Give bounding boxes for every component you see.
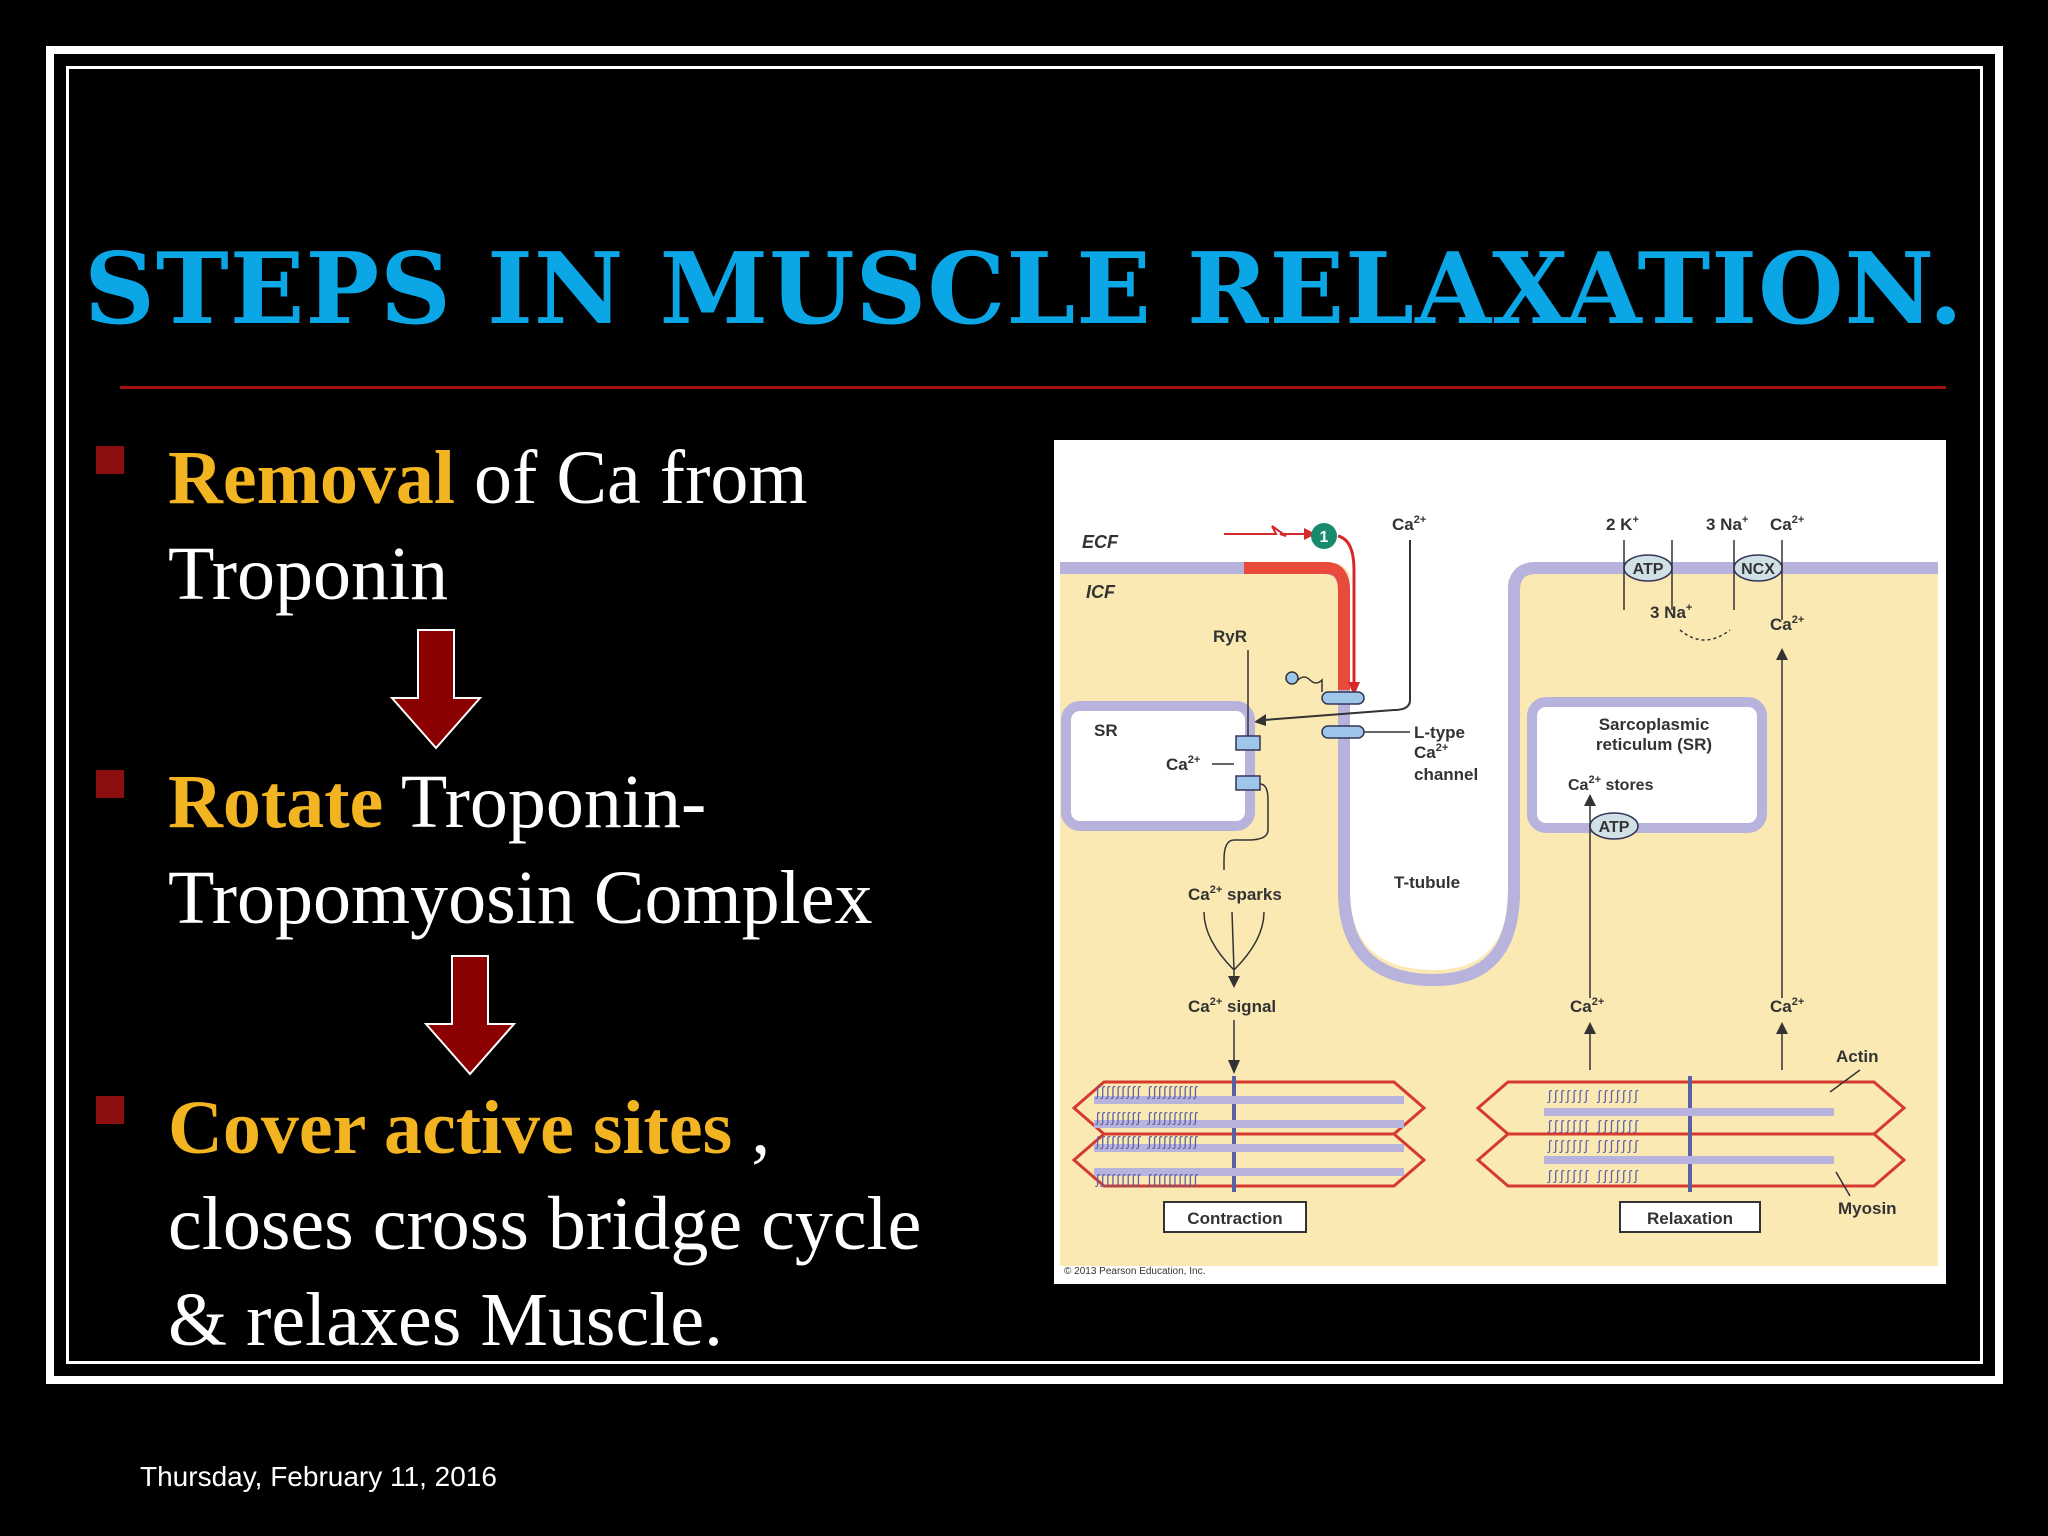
sr-label: SR	[1094, 721, 1118, 740]
square-bullet-icon	[96, 770, 124, 798]
svg-text:Ca2+: Ca2+	[1414, 742, 1448, 762]
ca-top-label: Ca2+	[1392, 514, 1426, 534]
svg-text:reticulum (SR): reticulum (SR)	[1596, 735, 1712, 754]
contraction-label: Contraction	[1187, 1209, 1282, 1228]
relaxation-label: Relaxation	[1647, 1209, 1733, 1228]
ryr-label: RyR	[1213, 627, 1247, 646]
bullet-line2: Troponin	[168, 532, 449, 616]
na-inner-label: 3 Na+	[1650, 602, 1692, 622]
ecf-label: ECF	[1082, 532, 1119, 552]
ryr-channel	[1235, 735, 1261, 751]
actin-label: Actin	[1836, 1047, 1879, 1066]
svg-text:ʃʃʃʃʃʃʃ ʃʃʃʃʃʃ: ʃʃʃʃʃʃʃ ʃʃʃʃʃʃʃ	[1547, 1167, 1640, 1183]
bullet-line2: Tropomyosin Complex	[168, 856, 873, 940]
bullet-text: Cover active sites , closes cross bridge…	[168, 1080, 1068, 1368]
sarcomere-contraction: ʃʃʃʃʃʃʃʃʃ ʃʃʃʃʃʃʃʃʃʃ ʃʃʃʃʃʃʃʃʃ ʃʃʃʃʃʃʃʃʃ…	[1071, 1076, 1427, 1192]
svg-text:ʃʃʃʃʃʃʃʃʃ ʃʃʃʃʃʃʃʃʃʃ: ʃʃʃʃʃʃʃʃʃ ʃʃʃʃʃʃʃʃʃʃ	[1095, 1109, 1199, 1125]
svg-text:ʃʃʃʃʃʃʃ ʃʃʃʃʃʃ: ʃʃʃʃʃʃʃ ʃʃʃʃʃʃʃ	[1547, 1137, 1640, 1153]
ca-signal-label: Ca2+ signal	[1188, 996, 1276, 1016]
svg-text:channel: channel	[1414, 765, 1478, 784]
k-label: 2 K+	[1606, 514, 1639, 534]
square-bullet-icon	[96, 1096, 124, 1124]
depolarization-segment	[1244, 562, 1350, 690]
bullet-highlight: Removal	[168, 436, 456, 520]
relaxation-box	[1619, 1201, 1761, 1233]
svg-text:ʃʃʃʃʃʃʃʃʃ ʃʃʃʃʃʃʃʃʃʃ: ʃʃʃʃʃʃʃʃʃ ʃʃʃʃʃʃʃʃʃʃ	[1095, 1083, 1199, 1099]
svg-text:ʃʃʃʃʃʃʃ ʃʃʃʃʃʃ: ʃʃʃʃʃʃʃ ʃʃʃʃʃʃʃ	[1547, 1117, 1640, 1133]
svg-text:ATP: ATP	[1633, 561, 1664, 578]
sr-title: Sarcoplasmic	[1599, 715, 1710, 734]
slide-frame-inner	[66, 66, 1983, 1364]
na-label: 3 Na+	[1706, 514, 1748, 534]
bullet-line3: & relaxes Muscle.	[168, 1278, 724, 1362]
slide-frame-outer	[46, 46, 2003, 1384]
bullet-text: Removal of Ca from Troponin	[168, 430, 1068, 622]
svg-text:ʃʃʃʃʃʃʃʃʃ ʃʃʃʃʃʃʃʃʃʃ: ʃʃʃʃʃʃʃʃʃ ʃʃʃʃʃʃʃʃʃʃ	[1095, 1171, 1199, 1187]
svg-text:ʃʃʃʃʃʃʃ ʃʃʃʃʃʃ: ʃʃʃʃʃʃʃ ʃʃʃʃʃʃʃ	[1547, 1087, 1640, 1103]
step-1-badge	[1311, 523, 1337, 549]
myosin-label: Myosin	[1838, 1199, 1897, 1218]
bullet-line2: closes cross bridge cycle	[168, 1182, 922, 1266]
ca-sparks-label: Ca2+ sparks	[1188, 884, 1282, 904]
bullet-line1: of Ca from	[455, 436, 808, 520]
copyright: © 2013 Pearson Education, Inc.	[1064, 1266, 1205, 1277]
bullet-text: Rotate Troponin- Tropomyosin Complex	[168, 754, 1068, 946]
svg-text:Ca2+: Ca2+	[1770, 614, 1804, 634]
svg-text:Ca2+: Ca2+	[1570, 996, 1604, 1016]
l-type-label: L-type	[1414, 723, 1465, 742]
bullet-line1: Troponin-	[383, 760, 707, 844]
icf-label: ICF	[1086, 582, 1116, 602]
svg-text:1: 1	[1320, 529, 1329, 546]
contraction-box	[1163, 1201, 1307, 1233]
svg-text:Ca2+: Ca2+	[1166, 754, 1200, 774]
svg-text:Ca2+: Ca2+	[1770, 996, 1804, 1016]
slide-title: STEPS IN MUSCLE RELAXATION.	[84, 232, 1964, 347]
down-arrow-icon	[389, 629, 483, 750]
footer-date: Thursday, February 11, 2016	[140, 1461, 497, 1492]
t-tubule-label: T-tubule	[1394, 873, 1460, 892]
svg-text:Ca2+: Ca2+	[1770, 514, 1804, 534]
bullet-line1: ,	[732, 1086, 771, 1170]
bullet-highlight: Cover active sites	[168, 1086, 733, 1170]
muscle-relaxation-diagram: ECF ICF 1 Ca2+ L-type Ca2+ channel SR Ca…	[1054, 440, 1946, 1284]
svg-text:NCX: NCX	[1741, 561, 1775, 578]
dhp-receptor	[1321, 691, 1365, 705]
down-arrow-icon	[423, 955, 517, 1076]
sr-left	[1061, 701, 1255, 831]
bullet-highlight: Rotate	[168, 760, 384, 844]
title-divider	[120, 386, 1946, 389]
square-bullet-icon	[96, 446, 124, 474]
l-type-channel	[1321, 725, 1365, 739]
sarcomere-relaxation: ʃʃʃʃʃʃʃ ʃʃʃʃʃʃʃ ʃʃʃʃʃʃʃ ʃʃʃʃʃʃʃ ʃʃʃʃʃʃʃ …	[1475, 1076, 1907, 1192]
ca-stores-label: Ca2+ stores	[1568, 774, 1654, 794]
svg-text:ʃʃʃʃʃʃʃʃʃ ʃʃʃʃʃʃʃʃʃʃ: ʃʃʃʃʃʃʃʃʃ ʃʃʃʃʃʃʃʃʃʃ	[1095, 1133, 1199, 1149]
svg-text:ATP: ATP	[1599, 819, 1630, 836]
